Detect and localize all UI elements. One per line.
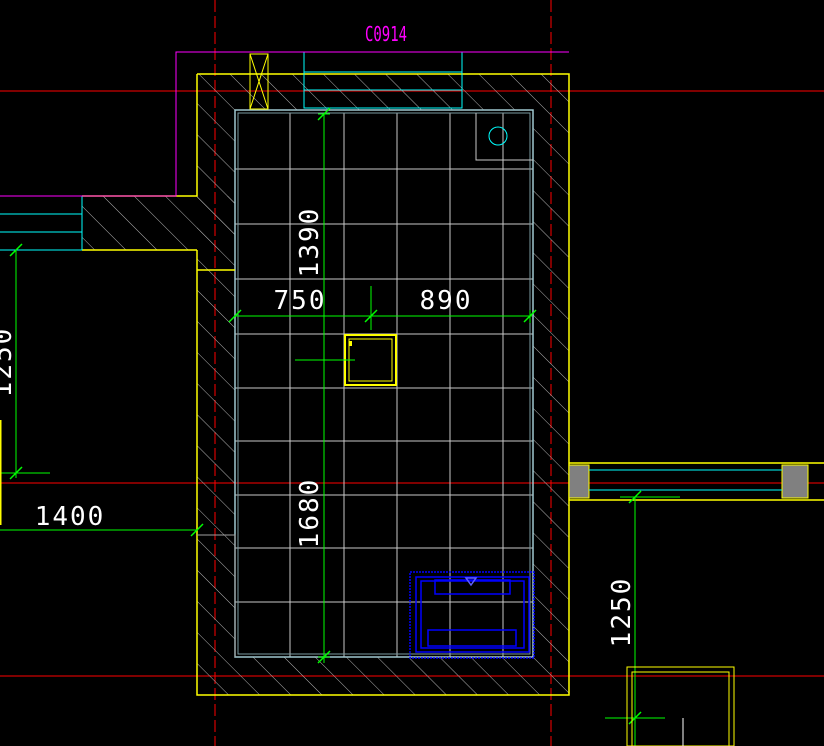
dimension-lines bbox=[0, 113, 680, 746]
dimension-1680: 1680 bbox=[295, 478, 325, 549]
window-tag-label: C0914 bbox=[365, 22, 407, 46]
column-right bbox=[781, 464, 809, 499]
dimension-1390: 1390 bbox=[295, 207, 325, 278]
vent-shaft bbox=[249, 53, 269, 110]
column-left bbox=[568, 464, 590, 499]
window-left bbox=[0, 195, 83, 251]
window-right bbox=[589, 469, 782, 491]
dimension-750: 750 bbox=[274, 286, 327, 316]
window-top bbox=[303, 51, 463, 109]
room-outline bbox=[234, 109, 534, 658]
room-inner-outline bbox=[237, 112, 531, 655]
dimension-1250-right: 1250 bbox=[607, 577, 637, 648]
left-wall-jamb bbox=[197, 534, 236, 657]
door-frame-bottom-right bbox=[626, 666, 735, 746]
floor-drain-corner bbox=[475, 113, 533, 161]
dimension-1250-left: 1250 bbox=[0, 327, 18, 398]
floor-drain-icon bbox=[488, 126, 508, 146]
dimension-ticks bbox=[9, 107, 642, 725]
dimension-890: 890 bbox=[420, 286, 473, 316]
wall-hatch bbox=[82, 74, 569, 695]
slab-edge-magenta bbox=[0, 51, 569, 197]
dimension-1400: 1400 bbox=[35, 502, 106, 532]
blue-fixture bbox=[409, 571, 535, 659]
